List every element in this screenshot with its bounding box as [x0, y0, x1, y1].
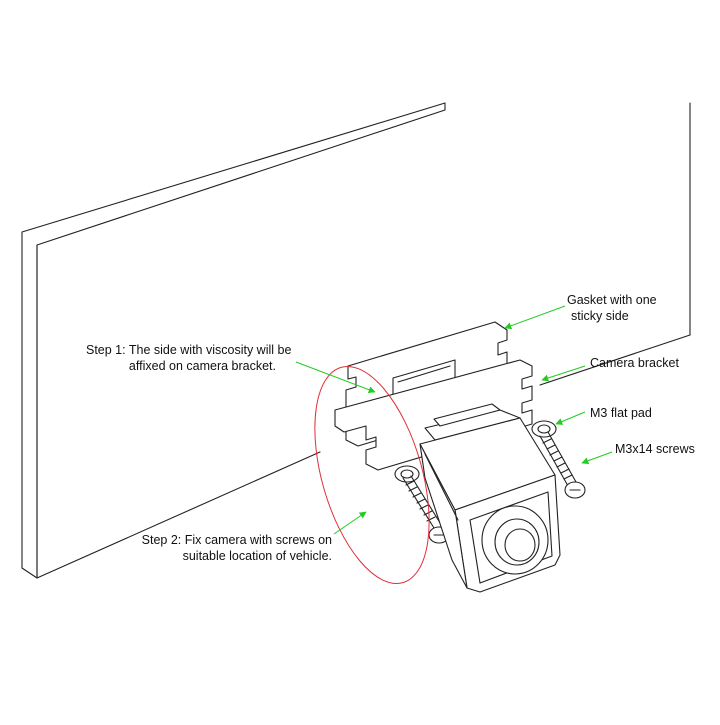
vehicle-panel — [21, 102, 691, 579]
step2-label-line1: Step 2: Fix camera with screws on — [141, 533, 332, 547]
step2-label-line2: suitable location of vehicle. — [182, 549, 332, 563]
leader-screws — [581, 451, 613, 465]
camera-bracket — [334, 359, 557, 483]
gasket-label: Gasket with one sticky side — [567, 292, 657, 324]
highlight-ellipse — [314, 365, 430, 585]
leader-step1 — [295, 361, 376, 394]
camera-bracket-label: Camera bracket — [590, 356, 679, 370]
step1-label: Step 1: The side with viscosity will be … — [86, 342, 291, 374]
step1-label-line2: affixed on camera bracket. — [128, 359, 276, 373]
leader-gasket — [504, 305, 566, 330]
leader-flat-pad — [555, 411, 586, 425]
camera-lens — [481, 505, 549, 575]
screw-right — [539, 431, 586, 499]
step2-label: Step 2: Fix camera with screws on suitab… — [140, 532, 332, 564]
step1-label-line1: Step 1: The side with viscosity will be — [86, 343, 292, 357]
leader-step2 — [333, 511, 367, 535]
camera-body — [419, 403, 561, 593]
gasket-label-line1: Gasket with one — [567, 293, 657, 307]
gasket-label-line2: sticky side — [571, 309, 629, 323]
leader-bracket — [541, 365, 586, 382]
screws-label: M3x14 screws — [615, 442, 695, 456]
flat-pad-label: M3 flat pad — [590, 406, 652, 420]
